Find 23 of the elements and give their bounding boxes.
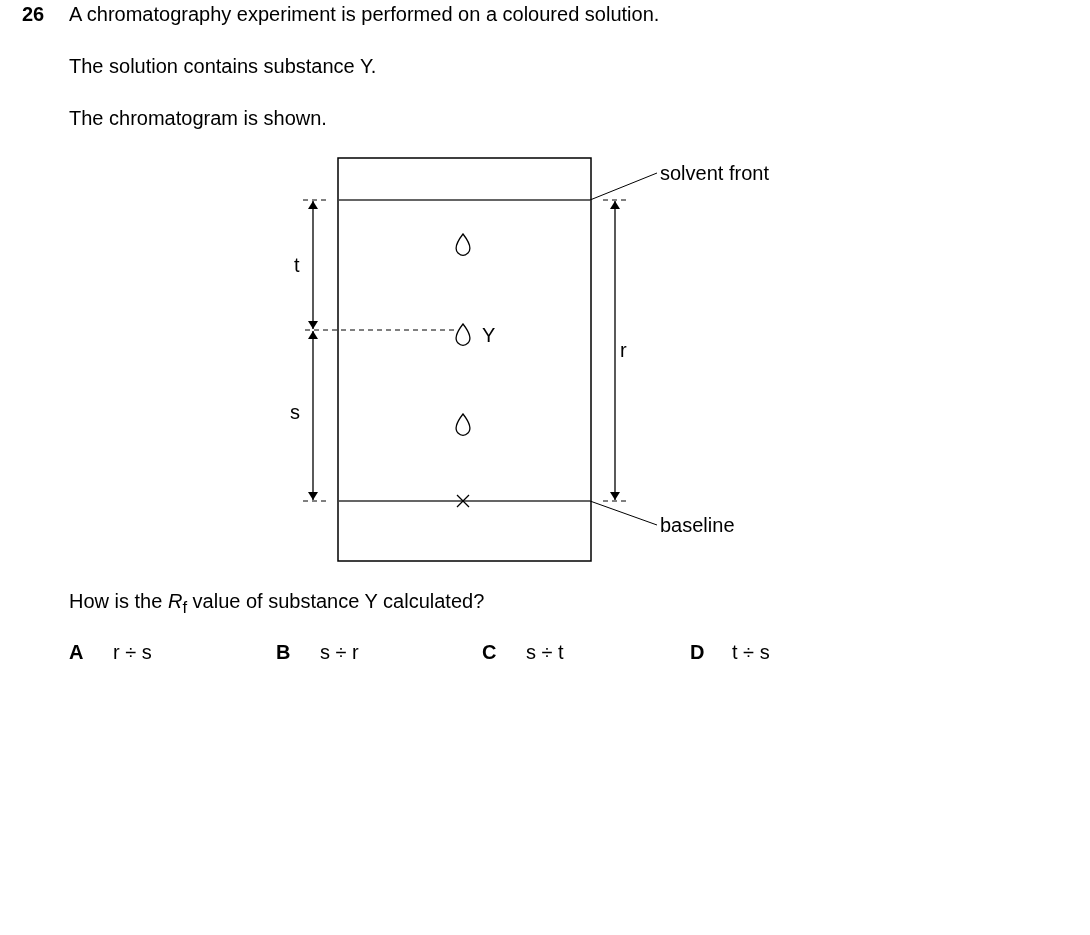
distance-label: s bbox=[290, 400, 300, 424]
option-letter: B bbox=[276, 640, 291, 664]
leader-text: baseline bbox=[660, 513, 735, 537]
distance-label: r bbox=[620, 338, 627, 362]
leader-line bbox=[589, 172, 658, 201]
distance-label: t bbox=[294, 253, 300, 277]
answer-option: s ÷ t bbox=[526, 640, 564, 664]
question-number: 26 bbox=[22, 2, 45, 26]
question-text: How is the R$_{f}$ value of substance Y calculated? bbox=[69, 589, 485, 619]
answer-option: r ÷ s bbox=[113, 640, 152, 664]
question-text: The solution contains substance Y. bbox=[69, 54, 377, 78]
question-text: The chromatogram is shown. bbox=[69, 106, 327, 130]
answer-option: s ÷ r bbox=[320, 640, 359, 664]
solvent-front-line bbox=[339, 199, 590, 201]
baseline-line bbox=[339, 500, 590, 502]
option-letter: D bbox=[690, 640, 705, 664]
option-letter: C bbox=[482, 640, 497, 664]
spot-label: Y bbox=[482, 323, 496, 347]
question-text: A chromatography experiment is performed on a coloured solution. bbox=[69, 2, 660, 26]
leader-line bbox=[589, 500, 658, 526]
option-letter: A bbox=[69, 640, 84, 664]
leader-text: solvent front bbox=[660, 161, 769, 185]
answer-option: t ÷ s bbox=[732, 640, 770, 664]
